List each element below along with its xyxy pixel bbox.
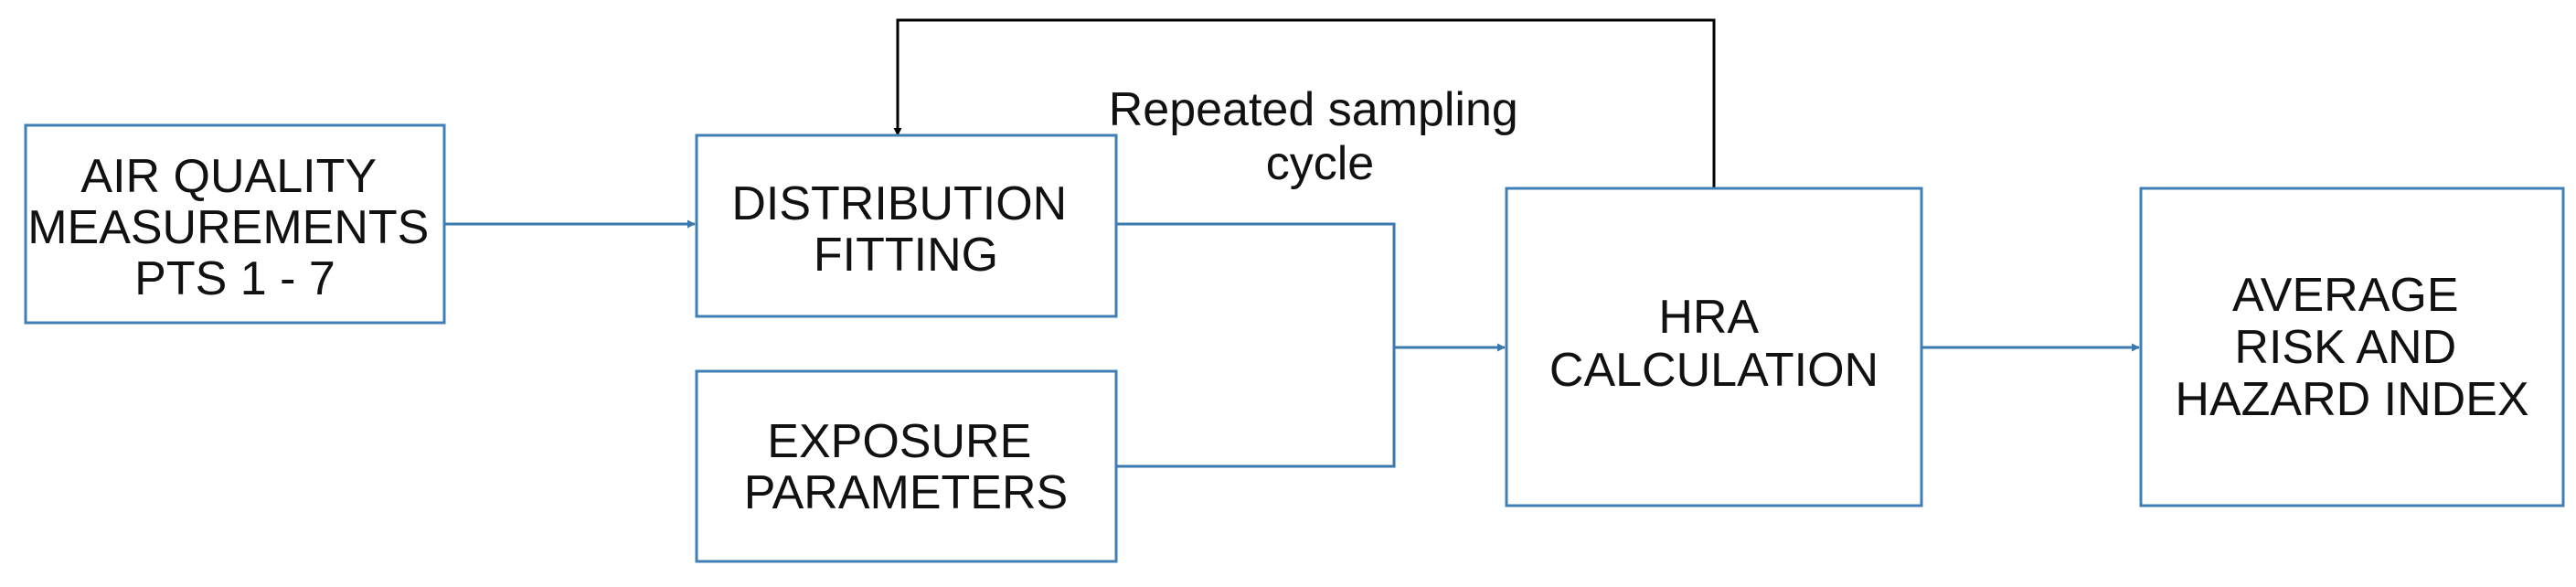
label-line: FITTING [814, 229, 998, 282]
box-exposure-parameters: EXPOSURE PARAMETERS [695, 369, 1118, 563]
label-line: cycle [1266, 137, 1374, 190]
box-label: AIR QUALITY MEASUREMENTS PTS 1 - 7 [27, 150, 442, 305]
label-line: PARAMETERS [744, 466, 1068, 519]
label-line: EXPOSURE [767, 415, 1031, 468]
label-line: DISTRIBUTION [731, 177, 1067, 230]
box-hra-calculation: HRA CALCULATION [1505, 187, 1923, 507]
box-air-quality-measurements: AIR QUALITY MEASUREMENTS PTS 1 - 7 [24, 123, 446, 325]
label-line: PTS 1 - 7 [134, 252, 335, 305]
label-line: HAZARD INDEX [2175, 373, 2528, 426]
box-label: DISTRIBUTION FITTING [731, 177, 1080, 282]
label-line: HRA [1658, 291, 1759, 344]
connector-exposure-to-junction [1117, 347, 1396, 468]
label-line: MEASUREMENTS [27, 201, 429, 254]
box-label: AVERAGE RISK AND HAZARD INDEX [2175, 269, 2528, 426]
connector-fitting-to-junction [1117, 222, 1396, 347]
box-distribution-fitting: DISTRIBUTION FITTING [695, 133, 1118, 318]
box-label: HRA CALCULATION [1549, 291, 1879, 397]
label-line: AVERAGE [2232, 269, 2459, 322]
label-line: Repeated sampling [1109, 83, 1518, 136]
feedback-label: Repeated sampling cycle [1109, 83, 1532, 190]
box-average-risk-hazard-index: AVERAGE RISK AND HAZARD INDEX [2139, 187, 2565, 507]
feedback-loop-arrow [893, 18, 1716, 188]
label-line: CALCULATION [1549, 344, 1879, 397]
label-line: AIR QUALITY [80, 150, 376, 203]
box-label: EXPOSURE PARAMETERS [744, 415, 1068, 519]
label-line: RISK AND [2234, 321, 2456, 374]
